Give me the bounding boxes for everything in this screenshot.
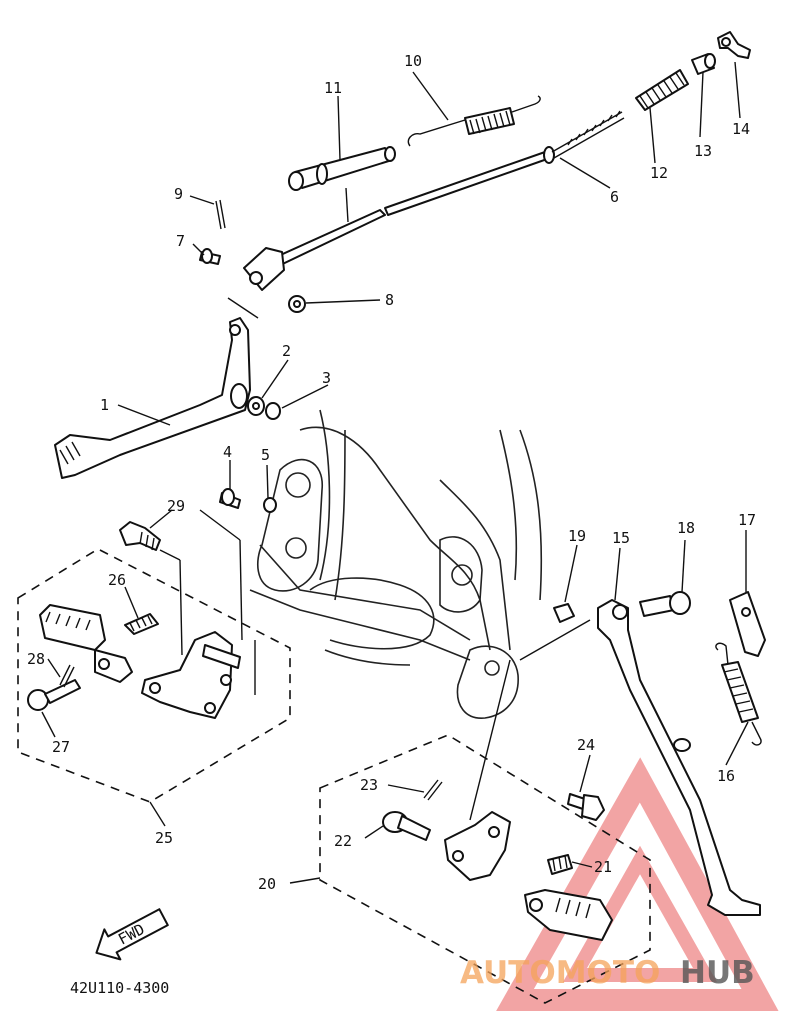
callout-17: 17 bbox=[738, 511, 756, 529]
callout-8: 8 bbox=[385, 291, 394, 309]
callout-5: 5 bbox=[261, 446, 270, 464]
pivot-shaft bbox=[288, 146, 396, 191]
footrest-left bbox=[39, 604, 133, 683]
group-20-outline bbox=[319, 734, 651, 1004]
fwd-arrow-icon: FWD bbox=[95, 908, 169, 961]
spring-hook-plate bbox=[729, 591, 766, 657]
callout-1: 1 bbox=[100, 396, 109, 414]
callouts: 1 2 3 4 5 6 7 8 9 10 11 12 13 14 15 16 1… bbox=[27, 52, 756, 893]
callout-11: 11 bbox=[324, 79, 342, 97]
callout-19: 19 bbox=[568, 527, 586, 545]
callout-26: 26 bbox=[108, 571, 126, 589]
frame-outline bbox=[249, 409, 543, 719]
callout-18: 18 bbox=[677, 519, 695, 537]
spring-21 bbox=[547, 854, 573, 875]
callout-6: 6 bbox=[610, 188, 619, 206]
callout-27: 27 bbox=[52, 738, 70, 756]
sidestand bbox=[597, 599, 761, 916]
brake-rod bbox=[264, 110, 625, 271]
callout-14: 14 bbox=[732, 120, 750, 138]
leader-lines bbox=[41, 61, 749, 884]
watermark-text-right: HUB bbox=[680, 955, 755, 991]
sidestand-bolt bbox=[639, 591, 691, 617]
watermark-text: AUTOMOTO HUB bbox=[460, 955, 755, 991]
callout-16: 16 bbox=[717, 767, 735, 785]
brake-pedal bbox=[54, 317, 251, 479]
footrest-right bbox=[524, 889, 613, 941]
callout-24: 24 bbox=[577, 736, 595, 754]
small-hardware bbox=[199, 199, 306, 513]
callout-15: 15 bbox=[612, 529, 630, 547]
callout-10: 10 bbox=[404, 52, 422, 70]
pin-22 bbox=[382, 811, 431, 841]
callout-23: 23 bbox=[360, 776, 378, 794]
wing-nut bbox=[717, 31, 751, 59]
callout-13: 13 bbox=[694, 142, 712, 160]
sidestand-nut bbox=[553, 603, 575, 623]
footrest-bracket-left bbox=[141, 631, 241, 719]
return-spring bbox=[407, 95, 541, 147]
footrest-spring bbox=[124, 613, 159, 635]
footrest-bracket-right bbox=[444, 811, 511, 881]
watermark-text-left: AUTOMOTO bbox=[460, 955, 660, 991]
callout-22: 22 bbox=[334, 832, 352, 850]
bolt-29 bbox=[119, 521, 161, 551]
adjuster-joint bbox=[691, 53, 716, 75]
callout-20: 20 bbox=[258, 875, 276, 893]
callout-3: 3 bbox=[322, 369, 331, 387]
callout-29: 29 bbox=[167, 497, 185, 515]
sidestand-spring bbox=[715, 642, 762, 746]
pin-27 bbox=[27, 679, 81, 711]
bolt-24 bbox=[567, 793, 605, 821]
callout-9: 9 bbox=[174, 185, 183, 203]
cotter-23 bbox=[423, 779, 443, 801]
callout-12: 12 bbox=[650, 164, 668, 182]
callout-25: 25 bbox=[155, 829, 173, 847]
callout-7: 7 bbox=[176, 232, 185, 250]
callout-28: 28 bbox=[27, 650, 45, 668]
adjuster-spring bbox=[635, 69, 689, 111]
callout-4: 4 bbox=[223, 443, 232, 461]
callout-2: 2 bbox=[282, 342, 291, 360]
rod-clevis bbox=[243, 247, 285, 291]
part-code: 42U110-4300 bbox=[70, 979, 169, 997]
cotter-28 bbox=[59, 664, 75, 688]
callout-21: 21 bbox=[594, 858, 612, 876]
